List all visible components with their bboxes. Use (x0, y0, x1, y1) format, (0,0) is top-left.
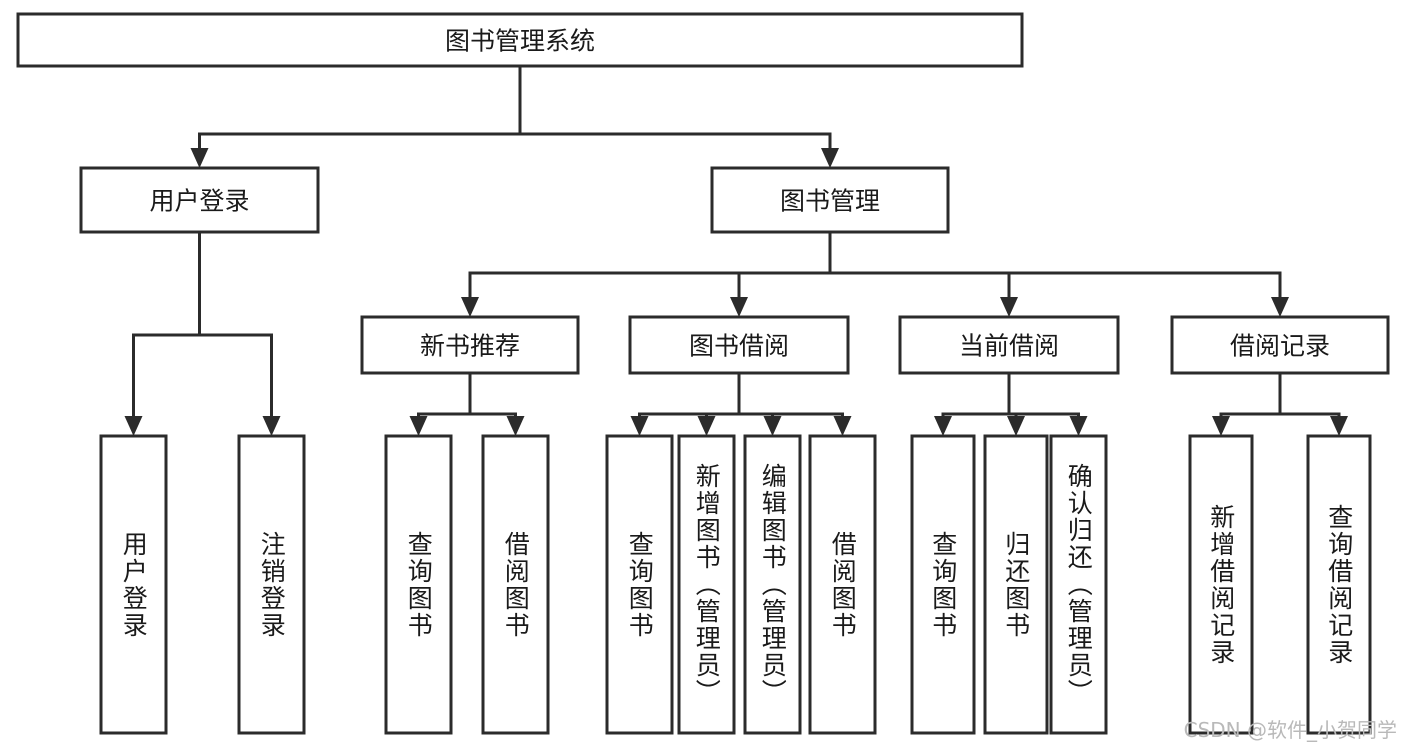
level3-node-label-0: 新书推荐 (420, 332, 520, 361)
level3-node-box-0 (360, 315, 580, 375)
leaf-node-box-10 (1049, 434, 1108, 735)
leaf-node-box-8 (910, 434, 976, 735)
level3-node-box-1 (628, 315, 850, 375)
leaf-node-box-6 (743, 434, 802, 735)
leaf-node-box-7 (808, 434, 877, 735)
leaf-node-box-4 (605, 434, 674, 735)
node-boxes (16, 12, 1390, 735)
leaf-node-box-0 (99, 434, 168, 735)
level2-node-box-1 (710, 166, 950, 234)
level3-node-label-2: 当前借阅 (959, 332, 1059, 361)
leaf-node-box-1 (237, 434, 306, 735)
leaf-node-box-9 (983, 434, 1049, 735)
connector-lines (124, 64, 1348, 436)
level3-node-label-3: 借阅记录 (1230, 332, 1330, 361)
level2-node-box-0 (79, 166, 320, 234)
level2-node-label-0: 用户登录 (149, 187, 249, 216)
level3-node-box-3 (1170, 315, 1390, 375)
root-node-label: 图书管理系统 (445, 27, 595, 56)
leaf-node-box-5 (677, 434, 736, 735)
level2-node-label-1: 图书管理 (780, 187, 880, 216)
level3-node-label-1: 图书借阅 (689, 332, 789, 361)
leaf-node-box-11 (1188, 434, 1254, 735)
leaf-node-box-12 (1306, 434, 1372, 735)
leaf-node-box-3 (481, 434, 550, 735)
watermark-text: CSDN @软件_小贺同学 (1183, 718, 1397, 742)
level3-node-box-2 (898, 315, 1120, 375)
leaf-node-box-2 (384, 434, 453, 735)
root-node-box (16, 12, 1024, 68)
